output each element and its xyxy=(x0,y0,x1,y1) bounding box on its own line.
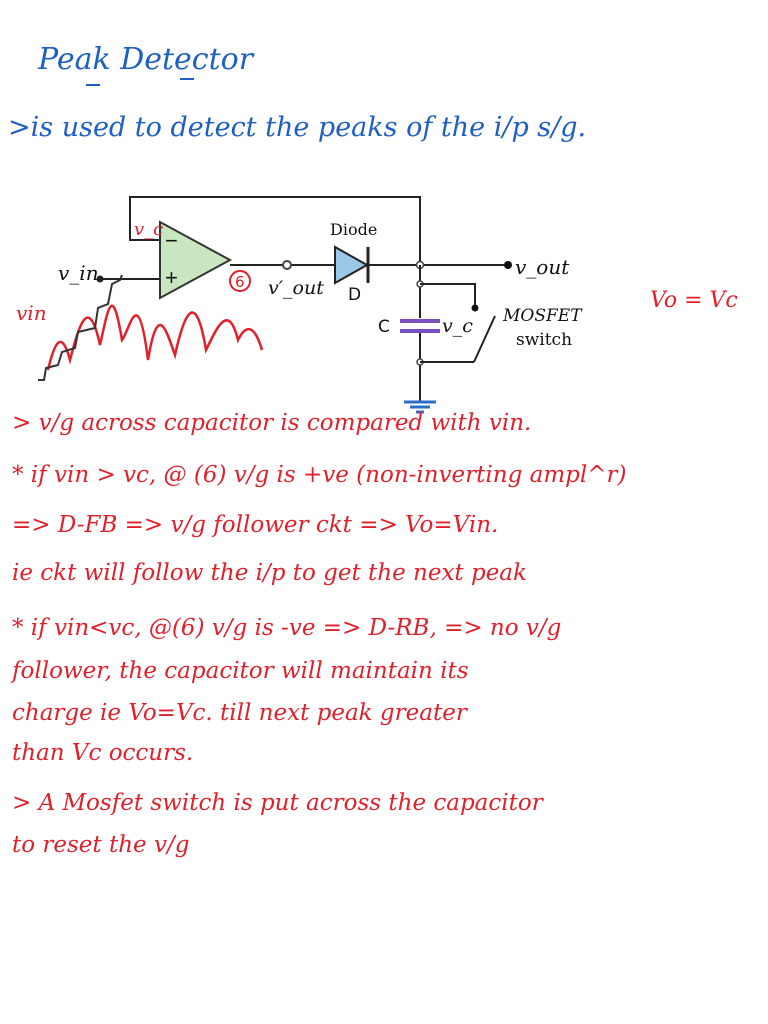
note-line-5: * if vin<vc, @(6) v/g is -ve => D-RB, =>… xyxy=(12,615,562,641)
opamp-minus-sign: − xyxy=(165,228,178,253)
note-line-2: * if vin > vc, @ (6) v/g is +ve (non-inv… xyxy=(12,462,627,488)
mosfet-switch-wire xyxy=(420,283,476,306)
switch-blade xyxy=(473,315,496,363)
vc-handwritten-label: v_c xyxy=(134,219,163,240)
op-amp xyxy=(159,220,233,300)
diode-label: Diode xyxy=(330,220,377,239)
note-line-8: than Vc occurs. xyxy=(12,740,194,766)
intro-statement: >is used to detect the peaks of the i/p … xyxy=(8,112,587,143)
note-line-6: follower, the capacitor will maintain it… xyxy=(12,658,469,684)
title-underline xyxy=(86,84,100,86)
vout-node xyxy=(504,261,512,269)
note-line-9: > A Mosfet switch is put across the capa… xyxy=(12,790,543,816)
diode-symbol xyxy=(334,245,370,285)
note-line-7: charge ie Vo=Vc. till next peak greater xyxy=(12,700,467,726)
vo-equals-vc-note: Vo = Vc xyxy=(650,288,738,313)
input-node xyxy=(96,275,104,283)
note-line-10: to reset the v/g xyxy=(12,832,190,858)
vout-prime-node xyxy=(282,260,292,270)
switch-label: switch xyxy=(516,330,572,350)
capacitor-label: C xyxy=(378,317,390,337)
note-line-3: => D-FB => v/g follower ckt => Vo=Vin. xyxy=(12,512,499,538)
node-six-circle xyxy=(229,270,251,292)
input-waveform xyxy=(46,304,264,371)
switch-contact xyxy=(471,304,479,312)
vout-label: v_out xyxy=(515,255,570,279)
opamp-plus-sign: + xyxy=(165,265,178,290)
title-underline xyxy=(180,78,194,80)
mosfet-label: MOSFET xyxy=(502,306,583,326)
vout-prime-label: v′_out xyxy=(268,277,324,299)
vc-label: v_c xyxy=(442,315,473,337)
feedback-wire xyxy=(129,196,421,265)
peak-detector-circuit-diagram: − + v_in v′_out Diode D v_out C v_c MOSF… xyxy=(16,196,738,414)
page-title: Peak Detector xyxy=(38,42,254,77)
peak-hold-staircase xyxy=(38,274,123,381)
node-six-label: 6 xyxy=(235,273,245,291)
vin-label: v_in xyxy=(58,261,99,285)
vin-handwritten-label: vin xyxy=(16,301,47,325)
note-line-1: > v/g across capacitor is compared with … xyxy=(12,410,532,436)
diode-letter: D xyxy=(348,285,361,305)
note-line-4: ie ckt will follow the i/p to get the ne… xyxy=(12,560,527,586)
